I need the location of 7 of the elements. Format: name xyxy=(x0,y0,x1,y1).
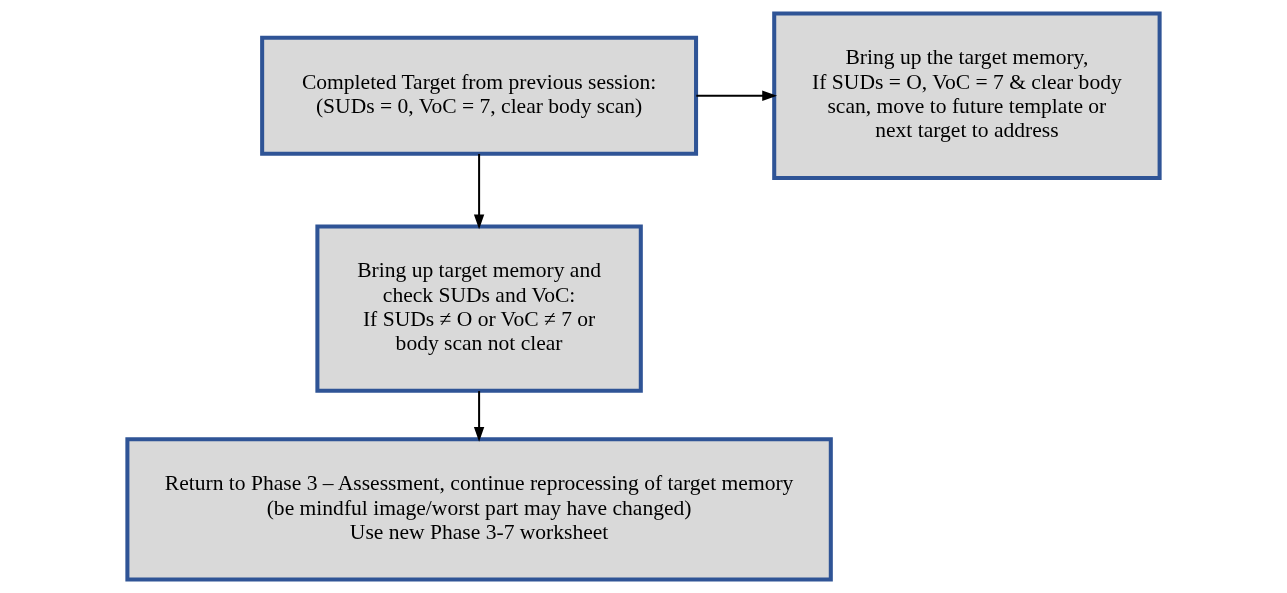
node-box: Completed Target from previous session: (SUDs = 0, VoC = 7, clear body scan) xyxy=(260,35,699,156)
arrow xyxy=(473,391,485,442)
node-box: Return to Phase 3 – Assessment, continue reprocessing of target memory (be mindful image/worst part may have changed) Use new Phase 3-7 worksheet xyxy=(125,437,833,582)
node-box: Bring up target memory and check SUDs and VoC: If SUDs ≠ O or VoC ≠ 7 or body scan not clear xyxy=(315,224,643,393)
arrow xyxy=(473,153,485,230)
node-box: Bring up the target memory, If SUDs = O, VoC = 7 & clear body scan, move to future template or next target to address xyxy=(772,11,1162,180)
arrow xyxy=(696,90,778,101)
